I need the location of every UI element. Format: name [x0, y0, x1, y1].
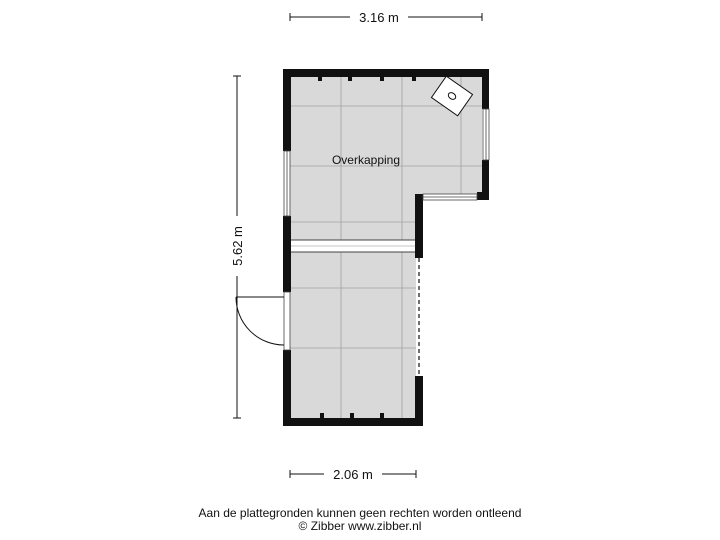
room-label: Overkapping [332, 153, 400, 167]
footer-copyright: © Zibber www.zibber.nl [298, 519, 422, 533]
dimension-bottom [289, 470, 417, 478]
dimension-top-label: 3.16 m [359, 10, 399, 25]
door [235, 291, 291, 351]
dimension-top [289, 13, 483, 21]
corner-fixture [430, 75, 474, 117]
dimension-left [233, 75, 241, 419]
windows [283, 108, 490, 217]
walls [283, 69, 489, 426]
dimension-left-label: 5.62 m [230, 226, 245, 266]
dimension-bottom-label: 2.06 m [333, 467, 373, 482]
footer-disclaimer: Aan de plattegronden kunnen geen rechten… [198, 506, 522, 520]
partition-beam [289, 239, 417, 253]
